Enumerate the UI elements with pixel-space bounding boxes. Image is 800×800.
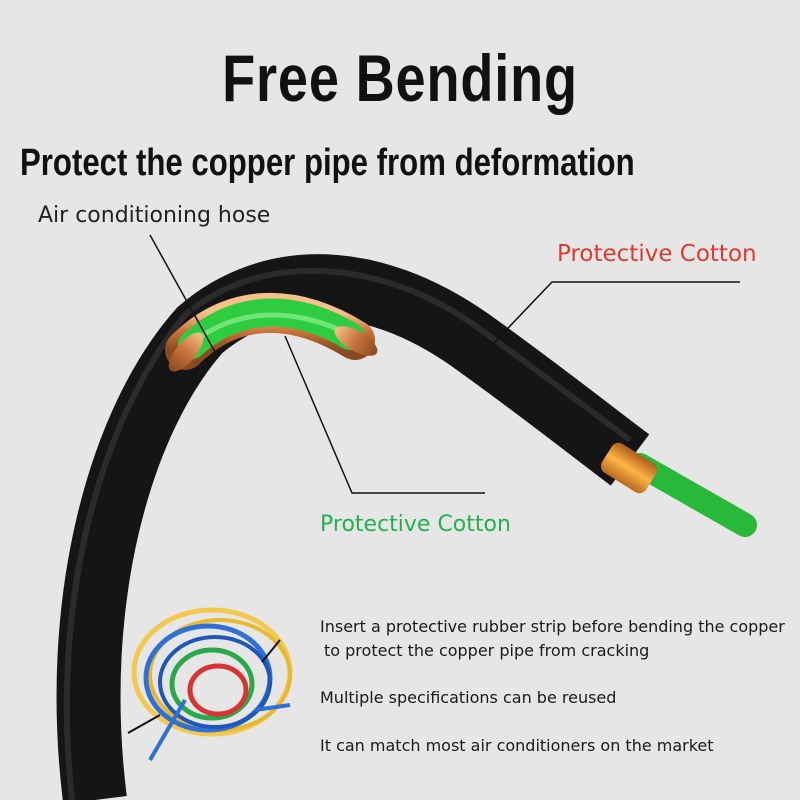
- hose-highlight: [63, 267, 632, 800]
- feature-text-3: It can match most air conditioners on th…: [320, 736, 714, 755]
- leader-outer: [469, 281, 740, 369]
- coiled-strips-image: [127, 607, 293, 762]
- feature-text-1: Insert a protective rubber strip before …: [320, 617, 785, 636]
- copper-ring-right: [334, 326, 378, 356]
- page-subtitle: Protect the copper pipe from deformation: [20, 142, 635, 184]
- copper-ring-left: [168, 332, 204, 372]
- green-pipe-end: [628, 453, 757, 537]
- label-protective-cotton-inner: Protective Cotton: [320, 512, 511, 537]
- feature-text-1-cont: to protect the copper pipe from cracking: [324, 641, 650, 660]
- leader-inner: [284, 335, 485, 494]
- leader-hose: [149, 234, 216, 353]
- label-protective-cotton-outer: Protective Cotton: [557, 241, 757, 267]
- feature-text-2: Multiple specifications can be reused: [320, 688, 617, 707]
- page-title: Free Bending: [222, 41, 578, 115]
- label-air-conditioning-hose: Air conditioning hose: [38, 203, 271, 228]
- brass-nut: [600, 442, 658, 494]
